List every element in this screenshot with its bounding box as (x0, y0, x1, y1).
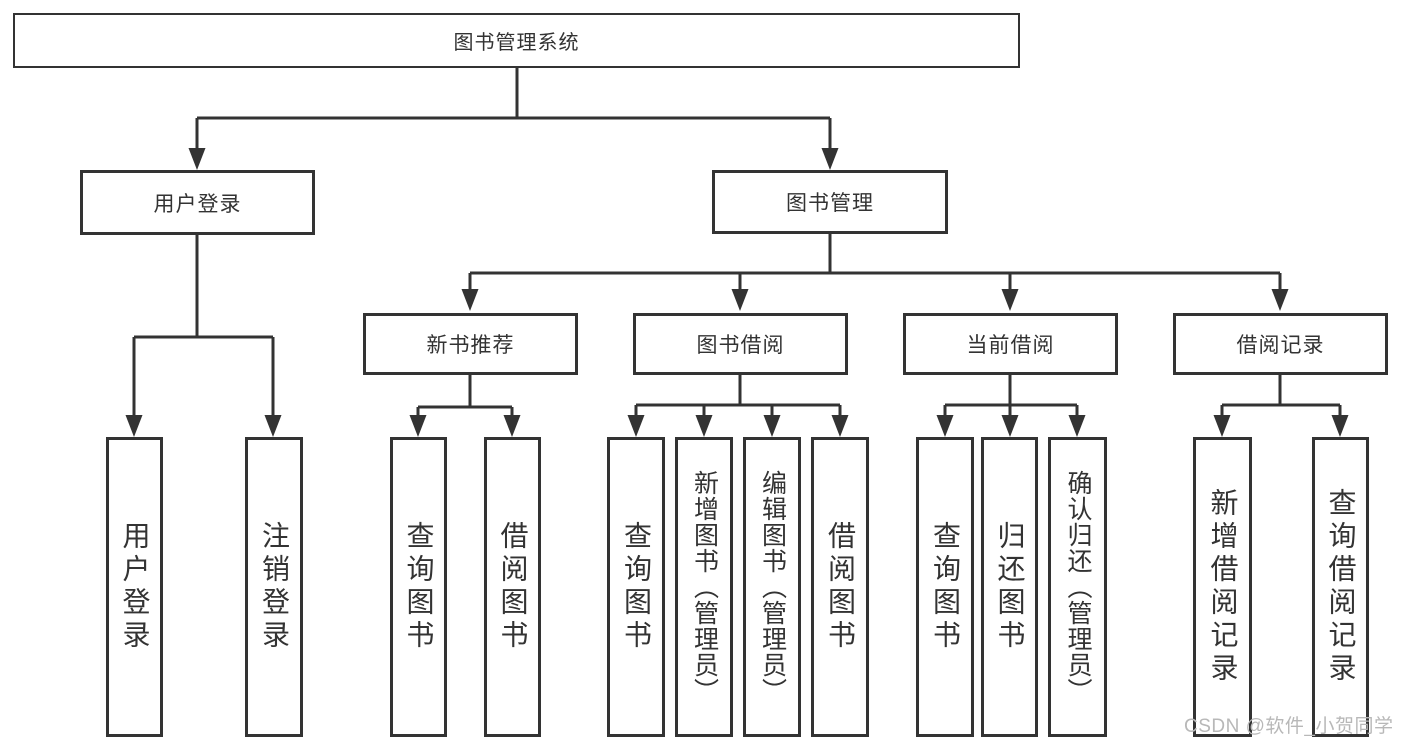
leaf-logout: 注销登录 (245, 437, 303, 737)
connector-new-book-children (416, 375, 514, 417)
node-label: 新增图书（管理员） (690, 470, 719, 704)
node-book-management: 图书管理 (712, 170, 948, 234)
node-library-management-system: 图书管理系统 (13, 13, 1020, 68)
node-label: 图书借阅 (696, 334, 785, 357)
node-label: 确认归还（管理员） (1064, 470, 1092, 704)
leaf-query-books-borrowing: 查询图书 (607, 437, 665, 737)
arrow-down-icon (831, 415, 849, 437)
arrow-down-icon (409, 415, 427, 437)
leaf-add-borrow-record: 新增借阅记录 (1193, 437, 1252, 737)
arrow-down-icon (1271, 289, 1289, 311)
leaf-add-books-admin: 新增图书（管理员） (675, 437, 733, 737)
node-label: 借阅图书 (825, 521, 856, 653)
arrow-down-icon (1213, 415, 1231, 437)
connector-current-borrow-children (943, 375, 1079, 417)
arrow-down-icon (763, 415, 781, 437)
node-label: 归还图书 (994, 521, 1026, 653)
node-label: 新增借阅记录 (1207, 488, 1239, 686)
arrow-down-icon (627, 415, 645, 437)
arrow-down-icon (1331, 415, 1349, 437)
arrow-down-icon (821, 148, 839, 170)
arrow-down-icon (264, 415, 282, 437)
leaf-user-login: 用户登录 (106, 437, 163, 737)
connector-book-borrow-children (634, 375, 842, 417)
node-label: 查询借阅记录 (1325, 488, 1357, 686)
leaf-query-books-recommend: 查询图书 (390, 437, 447, 737)
leaf-return-books: 归还图书 (981, 437, 1038, 737)
node-label: 注销登录 (259, 521, 290, 653)
node-label: 用户登录 (119, 521, 151, 653)
leaf-query-borrow-record: 查询借阅记录 (1312, 437, 1369, 737)
arrow-down-icon (125, 415, 143, 437)
arrow-down-icon (1068, 415, 1086, 437)
node-label: 图书管理 (786, 192, 874, 215)
node-label: 用户登录 (153, 192, 242, 216)
arrow-down-icon (936, 415, 954, 437)
watermark-text: CSDN @软件_小贺同学 (1184, 716, 1394, 737)
arrow-down-icon (731, 289, 749, 311)
node-book-borrowing: 图书借阅 (633, 313, 848, 375)
node-label: 查询图书 (403, 521, 435, 653)
node-user-login: 用户登录 (80, 170, 315, 235)
node-label: 新书推荐 (426, 334, 515, 357)
connector-root-to-level2 (195, 68, 832, 150)
node-label: 编辑图书（管理员） (758, 470, 787, 704)
arrow-down-icon (695, 415, 713, 437)
node-new-book-recommend: 新书推荐 (363, 313, 578, 375)
connector-user-login-children (132, 235, 275, 417)
leaf-query-books-current: 查询图书 (916, 437, 974, 737)
arrow-down-icon (1001, 415, 1019, 437)
node-label: 当前借阅 (966, 334, 1055, 357)
leaf-borrow-books: 借阅图书 (811, 437, 869, 737)
node-borrowing-records: 借阅记录 (1173, 313, 1388, 375)
arrow-down-icon (188, 148, 206, 170)
leaf-borrow-books-recommend: 借阅图书 (484, 437, 541, 737)
arrow-down-icon (503, 415, 521, 437)
connector-book-management-children (468, 234, 1282, 291)
node-label: 查询图书 (930, 521, 961, 653)
arrow-down-icon (1001, 289, 1019, 311)
leaf-confirm-return-admin: 确认归还（管理员） (1048, 437, 1107, 737)
leaf-edit-books-admin: 编辑图书（管理员） (743, 437, 801, 737)
node-label: 查询图书 (621, 521, 652, 653)
node-current-borrowing: 当前借阅 (903, 313, 1118, 375)
arrow-down-icon (461, 289, 479, 311)
connector-borrow-records-children (1220, 375, 1342, 417)
node-label: 借阅记录 (1236, 334, 1325, 357)
node-label: 图书管理系统 (453, 32, 580, 54)
node-label: 借阅图书 (497, 521, 529, 653)
